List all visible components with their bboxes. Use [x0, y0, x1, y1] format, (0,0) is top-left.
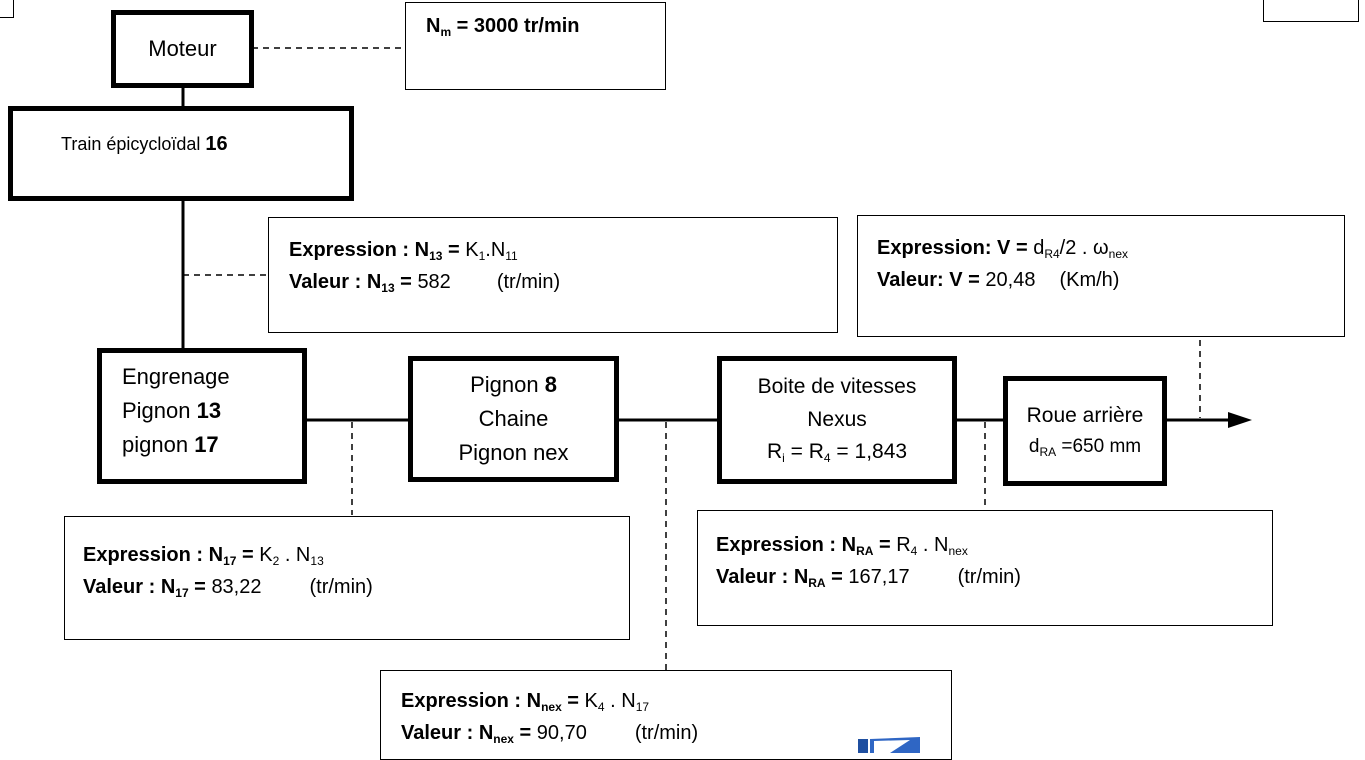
n17-value: Valeur : N17 = 83,22(tr/min)	[83, 576, 373, 601]
corner-box-right	[1263, 0, 1359, 22]
output-arrowhead	[1228, 412, 1252, 428]
nnex-formula-box: Expression : Nnex = K4 . N17 Valeur : Nn…	[380, 670, 952, 760]
nra-expression: Expression : NRA = R4 . Nnex	[716, 534, 968, 558]
moteur-block: Moteur	[111, 10, 254, 88]
v-formula-box: Expression: V = dR4/2 . ωnex Valeur: V =…	[857, 215, 1345, 337]
engrenage-label: Engrenage Pignon 13 pignon 17	[122, 364, 230, 458]
nnex-value: Valeur : Nnex = 90,70(tr/min)	[401, 722, 699, 747]
v-value: Valeur: V = 20,48(Km/h)	[877, 269, 1120, 292]
n17-formula-box: Expression : N17 = K2 . N13 Valeur : N17…	[64, 516, 630, 640]
nra-formula-box: Expression : NRA = R4 . Nnex Valeur : NR…	[697, 510, 1273, 626]
n17-expression: Expression : N17 = K2 . N13	[83, 544, 324, 568]
train-block: Train épicycloïdal 16	[8, 106, 354, 201]
nm-box: Nm = 3000 tr/min	[405, 2, 666, 90]
pignon8-block: Pignon 8 Chaine Pignon nex	[408, 356, 619, 482]
engrenage-block: Engrenage Pignon 13 pignon 17	[97, 348, 307, 484]
corner-box-left	[0, 0, 14, 18]
moteur-label: Moteur	[148, 35, 217, 61]
n13-formula-box: Expression : N13 = K1.N11 Valeur : N13 =…	[268, 217, 838, 333]
nra-value: Valeur : NRA = 167,17(tr/min)	[716, 566, 1021, 591]
n13-value: Valeur : N13 = 582(tr/min)	[289, 271, 561, 296]
train-label: Train épicycloïdal 16	[61, 133, 228, 155]
n13-expression: Expression : N13 = K1.N11	[289, 239, 518, 263]
boite-block: Boite de vitesses Nexus Ri = R4 = 1,843	[717, 356, 957, 484]
roue-block: Roue arrière dRA =650 mm	[1003, 376, 1167, 486]
nnex-expression: Expression : Nnex = K4 . N17	[401, 690, 650, 714]
nm-label: Nm = 3000 tr/min	[426, 15, 580, 39]
logo-image	[858, 737, 920, 753]
v-expression: Expression: V = dR4/2 . ωnex	[877, 237, 1128, 261]
